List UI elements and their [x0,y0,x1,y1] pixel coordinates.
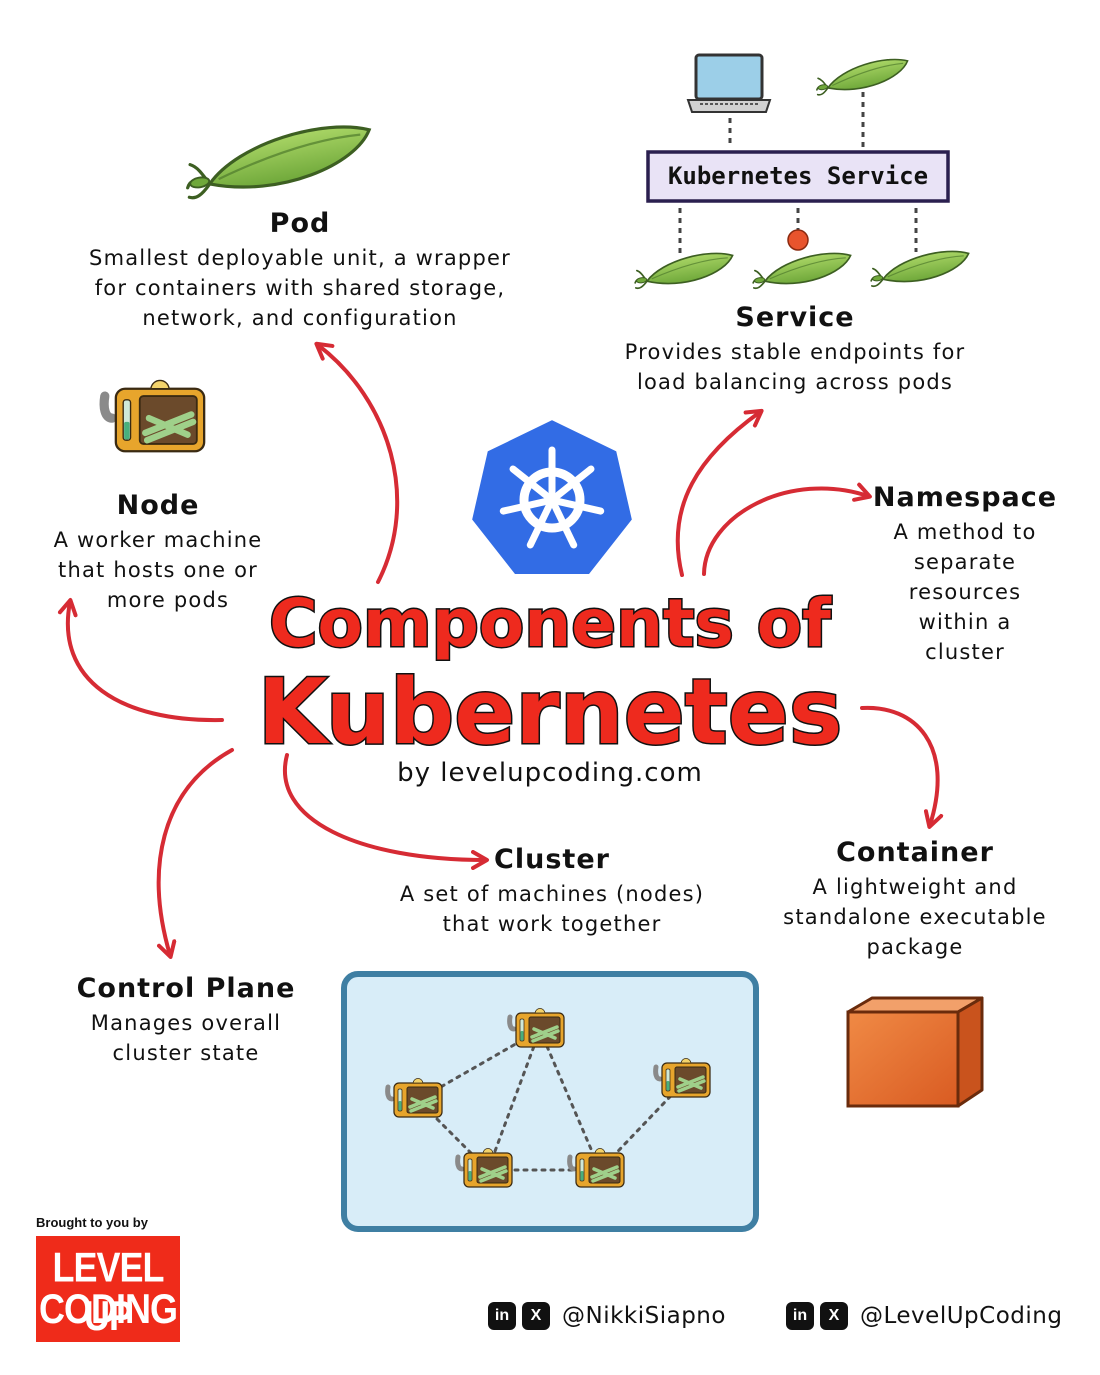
service-block: Service Provides stable endpoints for lo… [585,302,1005,397]
laptop-icon [686,53,772,113]
logo-line-2: CODING [39,1284,178,1332]
arrow-to-node [57,598,224,723]
container-block: Container A lightweight and standalone e… [762,837,1068,962]
pod-description: Smallest deployable unit, a wrapper for … [89,246,511,330]
control-plane-title: Control Plane [76,973,296,1004]
service-pod-icon-1 [631,249,737,290]
arrow-to-pod [314,341,400,584]
service-pod-icon-2 [749,249,855,290]
x-icon[interactable]: X [820,1302,848,1330]
arrow-to-namespace [702,482,872,576]
namespace-description: A method to separate resources within a … [893,520,1037,664]
arrow-to-cluster [283,753,489,870]
handle-text[interactable]: @LevelUpCoding [860,1303,1063,1329]
cluster-block: Cluster A set of machines (nodes) that w… [350,844,754,939]
control-plane-block: Control Plane Manages overall cluster st… [70,973,302,1068]
namespace-title: Namespace [872,482,1058,513]
logo-line-1: LEVEL UP [52,1243,164,1340]
node-description: A worker machine that hosts one or more … [53,528,263,612]
social-handle-levelupcoding[interactable]: in X @LevelUpCoding [786,1302,1062,1330]
arrows [57,341,944,959]
kubernetes-service-box [646,150,950,203]
service-diagram [631,53,973,290]
container-cube-icon [846,996,984,1108]
service-box-label: Kubernetes Service [667,162,929,190]
main-title-line2: Kubernetes [256,659,844,767]
pod-block: Pod Smallest deployable unit, a wrapper … [60,208,540,333]
container-title: Container [836,837,994,868]
arrow-to-container [860,705,944,829]
service-title: Service [735,302,855,333]
level-up-coding-logo[interactable]: LEVEL UP CODING [36,1236,180,1342]
control-plane-description: Manages overall cluster state [90,1011,282,1065]
handle-text[interactable]: @NikkiSiapno [562,1303,726,1329]
node-block: Node A worker machine that hosts one or … [30,490,286,615]
brought-by-text: Brought to you by [36,1215,148,1230]
linkedin-icon[interactable]: in [786,1302,814,1330]
cluster-description: A set of machines (nodes) that work toge… [399,882,705,936]
service-description: Provides stable endpoints for load balan… [624,340,966,394]
pod-title: Pod [269,208,331,239]
linkedin-icon[interactable]: in [488,1302,516,1330]
service-top-pod-icon [812,55,912,97]
container-description: A lightweight and standalone executable … [783,875,1047,959]
node-illustration [104,380,204,451]
namespace-block: Namespace A method to separate resources… [866,482,1064,667]
main-title-line1: Components of [268,584,833,664]
node-title: Node [116,490,200,521]
cluster-illustration [341,971,759,1232]
byline: by levelupcoding.com [397,758,703,788]
x-icon[interactable]: X [522,1302,550,1330]
kubernetes-logo-icon [467,415,637,578]
pod-illustration [179,118,378,202]
arrow-to-service [675,408,764,577]
traffic-dot-icon [787,229,809,251]
cluster-title: Cluster [494,844,610,875]
arrow-to-control-plane [156,748,234,959]
social-handle-nikki[interactable]: in X @NikkiSiapno [488,1302,726,1330]
service-pod-icon-3 [867,247,973,288]
